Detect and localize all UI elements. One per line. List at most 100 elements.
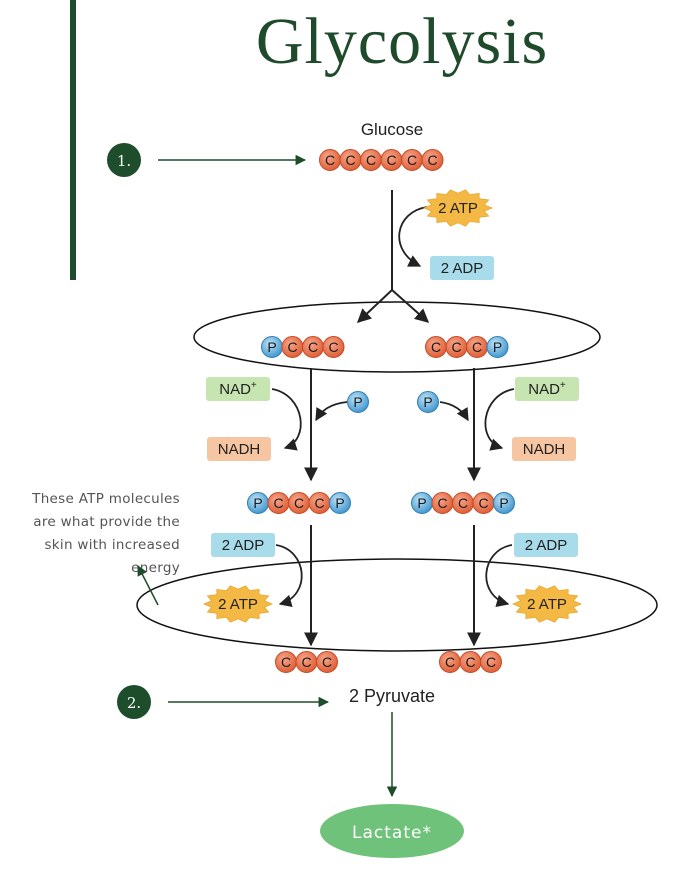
carbon-atom (421, 149, 444, 171)
accent-bar (70, 0, 76, 280)
carbon-atom (316, 651, 338, 673)
left-nad-curve (271, 388, 302, 451)
adp-box-left-bg (211, 533, 275, 557)
nad-box-right: NAD+ (515, 377, 579, 401)
carbon-label: C (322, 654, 332, 670)
carbon-label: C (407, 152, 417, 168)
atp-burst-left: 2 ATP (202, 585, 274, 623)
phosphate-atom (329, 492, 351, 514)
pyruvate-label: 2 Pyruvate (349, 686, 435, 706)
note-line-2: are what provide the (33, 514, 180, 530)
glucose-label: Glucose (361, 120, 423, 139)
phosphate-label: P (253, 495, 262, 511)
left-free-phosphate: P (347, 391, 369, 413)
phosphate-atom (347, 391, 369, 413)
carbon-label: C (458, 495, 468, 511)
carbon-label: C (325, 152, 335, 168)
carbon-label: C (472, 339, 482, 355)
nad-box-left-bg (206, 377, 270, 401)
carbon-label: C (386, 152, 396, 168)
phosphate-label: P (267, 339, 276, 355)
adp-box-left: 2 ADP (211, 533, 275, 557)
carbon-label: C (445, 654, 455, 670)
left-pi-curve (315, 401, 348, 422)
adp-box-right: 2 ADP (514, 533, 578, 557)
carbon-atom (322, 336, 345, 358)
phosphorylation-ellipse (193, 301, 601, 373)
carbon-label: C (486, 654, 496, 670)
right-pi-curve (439, 401, 469, 422)
carbon-label: C (366, 152, 376, 168)
atp-burst-text: 2 ATP (438, 200, 478, 217)
carbon-label: C (431, 339, 441, 355)
nadh-box-left: NADH (207, 437, 271, 461)
right-free-phosphate: P (417, 391, 439, 413)
left-adp-curve (275, 544, 303, 607)
right-adp-curve (485, 544, 513, 607)
step-1-label: 1. (117, 152, 131, 170)
adp-box-top: 2 ADP (430, 256, 494, 280)
step-1-marker (107, 143, 141, 177)
note-line-1: These ATP molecules (32, 491, 180, 507)
adp-box-right-text: 2 ADP (525, 537, 568, 554)
nad-box-right-bg (515, 377, 579, 401)
lactate-node (320, 804, 464, 858)
carbon-label: C (287, 339, 297, 355)
note-line-3: skin with increased (44, 537, 180, 553)
phosphate-label: P (335, 495, 344, 511)
nadh-box-left-bg (207, 437, 271, 461)
carbon-label: C (427, 152, 437, 168)
nadh-box-right-bg (512, 437, 576, 461)
adp-box-top-bg (430, 256, 494, 280)
atp-burst-text: 2 ATP (218, 596, 258, 613)
atp-burst-text: 2 ATP (527, 596, 567, 613)
carbon-label: C (345, 152, 355, 168)
carbon-label: C (314, 495, 324, 511)
nadh-box-right: NADH (512, 437, 576, 461)
lactate-label: Lactate* (352, 823, 432, 843)
carbon-label: C (294, 495, 304, 511)
carbon-label: C (301, 654, 311, 670)
phosphate-label: P (417, 495, 426, 511)
phosphate-atom (486, 336, 509, 358)
split-right-arrow (391, 289, 430, 323)
atp-consumed-curve (398, 206, 428, 267)
atp-burst-right: 2 ATP (511, 585, 583, 623)
atp-burst-shape (511, 585, 583, 623)
adp-box-top-text: 2 ADP (441, 260, 484, 277)
adp-box-left-text: 2 ADP (222, 537, 265, 554)
phosphate-label: P (353, 394, 362, 410)
nadh-box-right-text: NADH (523, 441, 566, 458)
phosphate-label: P (499, 495, 508, 511)
nad-box-right-text: NAD+ (528, 380, 566, 398)
step-2-marker (117, 685, 151, 719)
atp-burst-shape (422, 189, 494, 227)
page-title: Glycolysis (255, 5, 549, 78)
phosphate-label: P (493, 339, 502, 355)
nad-box-left: NAD+ (206, 377, 270, 401)
badge-layer: 2 ADP NAD+ NAD+ NADH NADH 2 ADP 2 ADP 2 ATP 2 AT… (202, 189, 583, 623)
right-nad-curve (484, 388, 515, 451)
atp-burst-top: 2 ATP (422, 189, 494, 227)
phosphate-atom (493, 492, 515, 514)
atp-annotation: These ATP molecules are what provide the… (2, 488, 180, 580)
annotation-arrow (137, 565, 159, 606)
phosphate-atom (417, 391, 439, 413)
carbon-label: C (281, 654, 291, 670)
carbon-label: C (478, 495, 488, 511)
atp-yield-ellipse (136, 558, 658, 652)
step-2-label: 2. (127, 694, 141, 712)
carbon-label: C (451, 339, 461, 355)
carbon-atom (480, 651, 502, 673)
carbon-label: C (437, 495, 447, 511)
